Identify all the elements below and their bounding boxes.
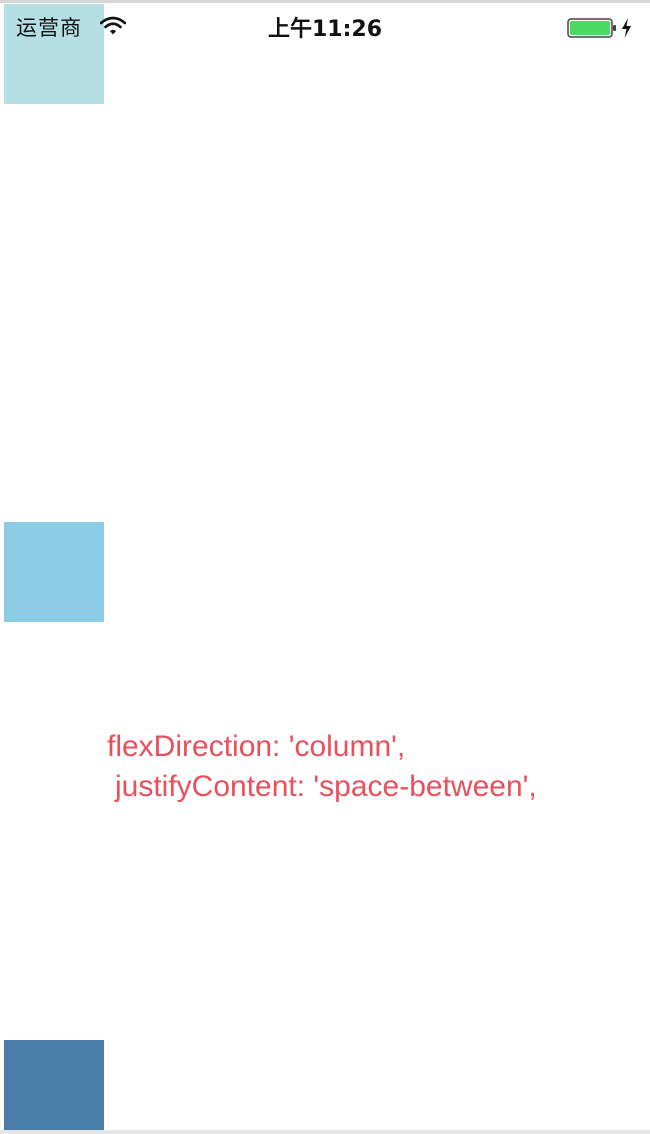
top-divider [0, 0, 650, 3]
battery-charging-icon [567, 18, 631, 38]
status-bar: 运营商 上午11:26 [0, 4, 650, 44]
layout-caption: flexDirection: 'column', justifyContent:… [107, 727, 537, 807]
caption-line-1: flexDirection: 'column', [107, 730, 406, 763]
box-top [4, 4, 104, 104]
wifi-icon [100, 16, 126, 35]
carrier-label: 运营商 [16, 16, 82, 40]
box-bottom [4, 1040, 104, 1134]
status-time: 上午11:26 [267, 17, 383, 42]
caption-line-2: justifyContent: 'space-between', [115, 770, 537, 803]
box-middle [4, 522, 104, 622]
bottom-divider [0, 1130, 650, 1134]
